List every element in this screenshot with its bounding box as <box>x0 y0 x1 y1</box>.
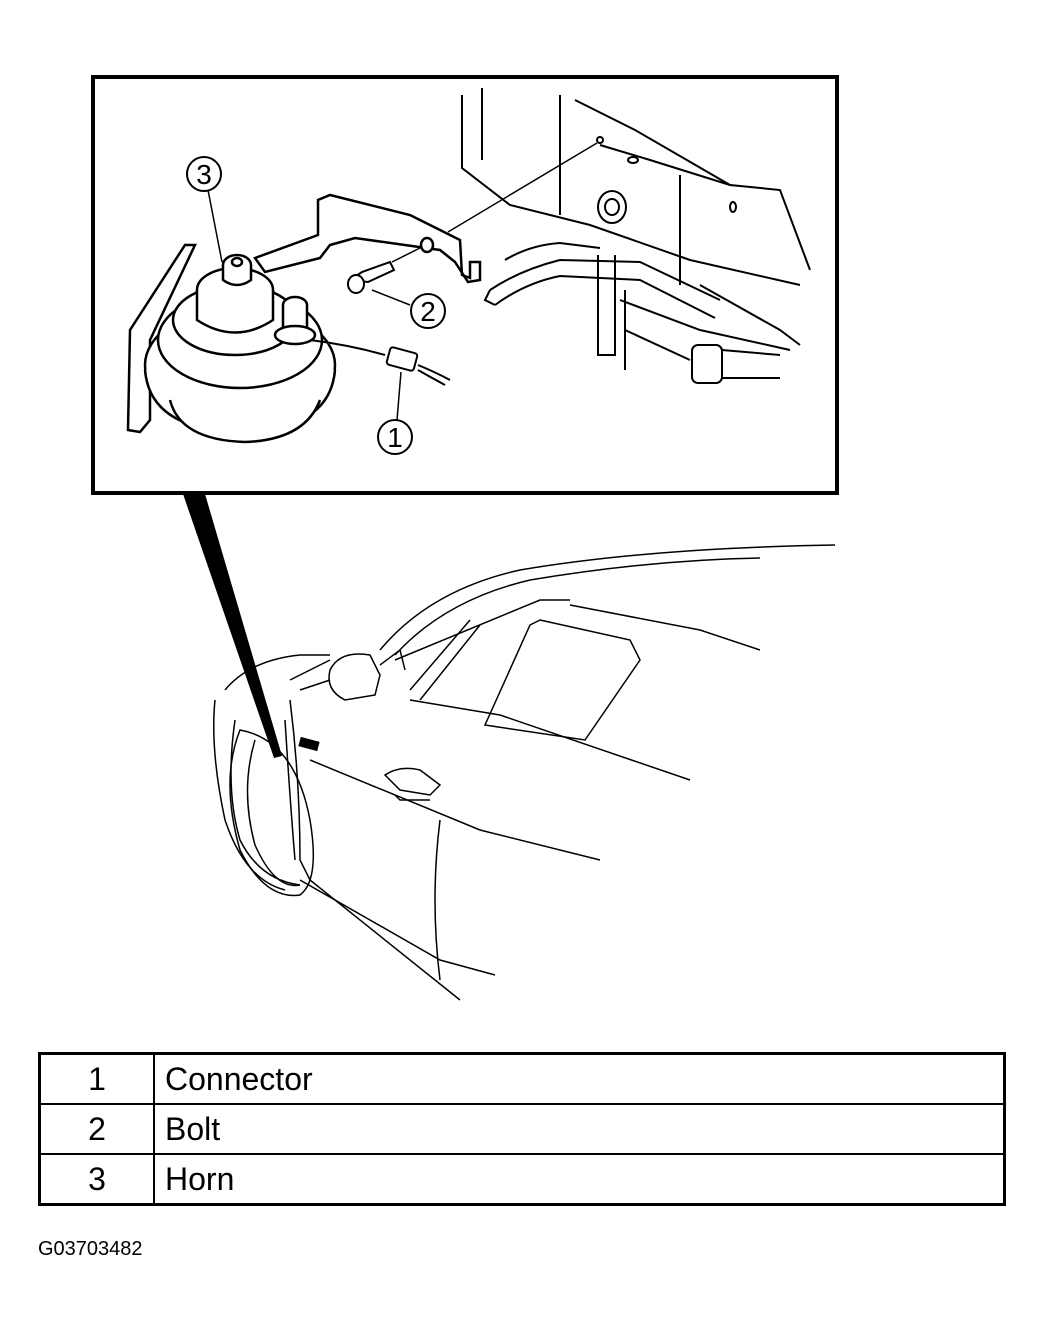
body-panel-structure <box>461 88 811 346</box>
legend-label: Bolt <box>153 1103 1006 1155</box>
legend-number: 3 <box>38 1153 155 1206</box>
roof-line <box>379 544 836 651</box>
mirror <box>328 653 381 701</box>
horn-location-illustration: 1 2 3 <box>91 75 839 1001</box>
legend-number: 2 <box>38 1103 155 1155</box>
vehicle-outline <box>213 544 836 1001</box>
connector <box>309 339 451 386</box>
table-row: 3 Horn <box>38 1153 1006 1206</box>
door-handle <box>383 767 442 796</box>
hood-front <box>224 654 330 691</box>
mounting-reference-line <box>447 142 598 233</box>
windshield-lower <box>394 599 570 661</box>
side-window <box>483 619 641 741</box>
front-fender <box>213 699 286 891</box>
callout-3-text: 3 <box>196 159 212 190</box>
legend-label: Connector <box>153 1052 1006 1105</box>
legend-number: 1 <box>38 1052 155 1105</box>
wheel <box>229 729 315 897</box>
legend-label: Horn <box>153 1153 1006 1206</box>
side-marker <box>298 736 320 752</box>
bolt-hole-leader <box>391 247 421 263</box>
callout-2: 2 <box>410 293 446 329</box>
bolt <box>347 260 396 294</box>
inset-pointer-wedge <box>183 494 282 758</box>
table-row: 2 Bolt <box>38 1103 1006 1155</box>
front-door-edge <box>289 699 461 1001</box>
connector-leader-line <box>396 371 402 421</box>
table-row: 1 Connector <box>38 1052 1006 1105</box>
callout-1: 1 <box>377 419 413 455</box>
horn <box>126 243 337 444</box>
callout-2-text: 2 <box>420 296 436 327</box>
horn-bracket <box>253 193 482 284</box>
brake-lines <box>483 241 791 384</box>
figure-id: G03703482 <box>38 1238 143 1260</box>
legend-table: 1 Connector 2 Bolt 3 Horn <box>38 1052 1006 1206</box>
callout-1-text: 1 <box>387 422 403 453</box>
bolt-leader-line <box>371 289 411 306</box>
callout-3: 3 <box>186 156 222 192</box>
horn-leader-line <box>207 189 223 263</box>
